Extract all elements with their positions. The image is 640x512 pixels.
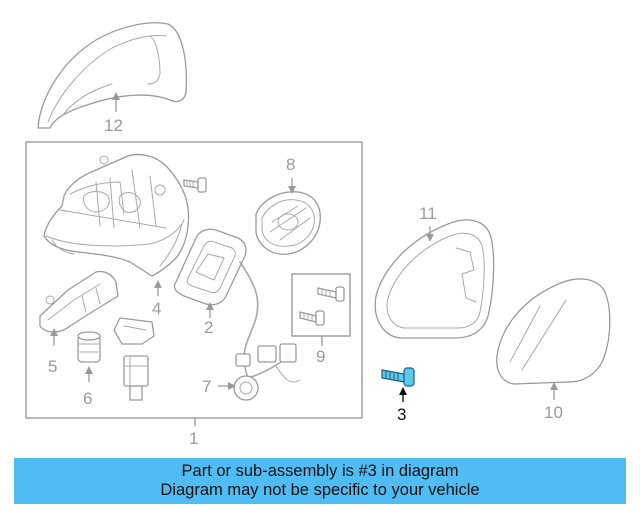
leader-10: [550, 382, 558, 400]
part-9-screw-b[interactable]: [299, 310, 325, 326]
leader-8: [288, 178, 296, 194]
leader-12: [112, 92, 120, 112]
part-5-bracket[interactable]: [39, 270, 119, 333]
leader-7: [218, 382, 236, 390]
screw-top[interactable]: [183, 177, 207, 193]
leader-3: [399, 387, 407, 402]
part-11-mirror-backing[interactable]: [374, 219, 495, 339]
part-12-mirror-cover[interactable]: [37, 22, 188, 129]
exploded-parts-diagram: 12 1 4 2: [25, 22, 611, 448]
callout-1: 1: [189, 429, 198, 448]
callout-6: 6: [83, 389, 92, 408]
part-8-mirror-motor[interactable]: [255, 191, 321, 255]
callout-4: 4: [152, 299, 161, 318]
callout-10: 10: [544, 403, 563, 422]
leader-2: [206, 302, 214, 318]
info-banner: Part or sub-assembly is #3 in diagram Di…: [14, 458, 626, 504]
assembly-box-1: [25, 141, 363, 419]
part-6-lamp-socket[interactable]: [77, 331, 101, 363]
callout-2: 2: [204, 318, 213, 337]
callout-3: 3: [397, 405, 406, 424]
clip-part[interactable]: [113, 317, 155, 345]
callout-8: 8: [286, 155, 295, 174]
connector-part[interactable]: [123, 355, 149, 401]
banner-line-1: Part or sub-assembly is #3 in diagram: [181, 462, 459, 480]
callout-11: 11: [419, 204, 437, 223]
leader-5: [50, 328, 58, 346]
part-10-mirror-glass[interactable]: [496, 278, 611, 385]
leader-6: [85, 366, 93, 382]
callout-9: 9: [316, 347, 325, 366]
part-7-wiring-harness[interactable]: [233, 261, 301, 401]
leader-4: [154, 280, 162, 296]
part-2-gasket[interactable]: [173, 228, 247, 306]
part-4-mirror-housing[interactable]: [43, 153, 190, 277]
part-9-screw-set-box: [291, 273, 351, 337]
part-9-screw-a[interactable]: [317, 286, 345, 302]
callout-12: 12: [104, 116, 123, 135]
callout-5: 5: [48, 357, 57, 376]
callout-7: 7: [202, 377, 211, 396]
banner-line-2: Diagram may not be specific to your vehi…: [160, 481, 480, 499]
leader-11: [426, 226, 434, 242]
part-3-screw-highlighted[interactable]: [381, 367, 415, 387]
